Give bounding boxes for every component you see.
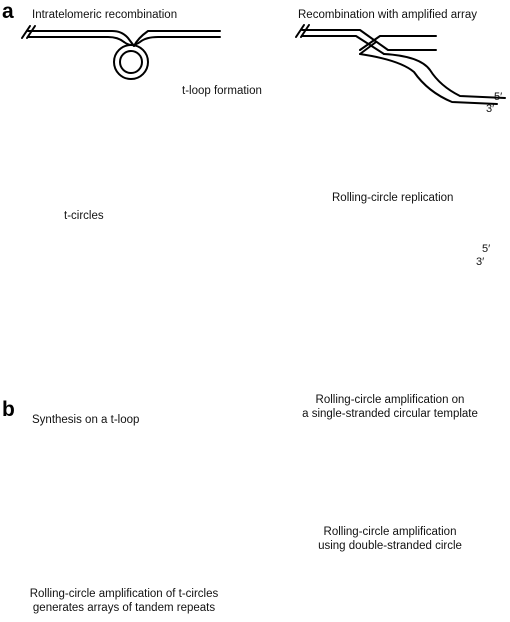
label-ds-circle-line1: Rolling-circle amplification xyxy=(323,526,457,538)
label-t-circles-amplification-line1: Rolling-circle amplification of t-circle… xyxy=(29,588,219,600)
panel-a-letter: a xyxy=(2,0,14,23)
label-recombination-amplified-array: Recombination with amplified array xyxy=(298,9,477,21)
strand-label-5prime-top: 5′ xyxy=(494,91,503,103)
intratelomeric-recombination-diagram xyxy=(21,25,221,80)
label-ds-circle-line2: using double-stranded circle xyxy=(318,540,462,552)
label-t-circles: t-circles xyxy=(64,210,104,222)
label-t-loop-formation: t-loop formation xyxy=(182,85,262,97)
label-ss-template-line2: a single-stranded circular template xyxy=(302,408,478,420)
label-intratelomeric-recombination: Intratelomeric recombination xyxy=(32,9,178,21)
label-ss-template-line1: Rolling-circle amplification on xyxy=(315,394,465,406)
strand-label-3prime-rcr: 3′ xyxy=(476,256,485,268)
label-rolling-circle-replication: Rolling-circle replication xyxy=(332,192,454,204)
strand-label-5prime-rcr: 5′ xyxy=(482,243,491,255)
panel-b-letter: b xyxy=(2,398,15,421)
strand-label-3prime-top: 3′ xyxy=(486,103,495,115)
amplified-array-recombination-diagram xyxy=(295,24,506,105)
label-synthesis-on-t-loop: Synthesis on a t-loop xyxy=(32,414,140,426)
label-t-circles-amplification-line2: generates arrays of tandem repeats xyxy=(32,602,216,614)
